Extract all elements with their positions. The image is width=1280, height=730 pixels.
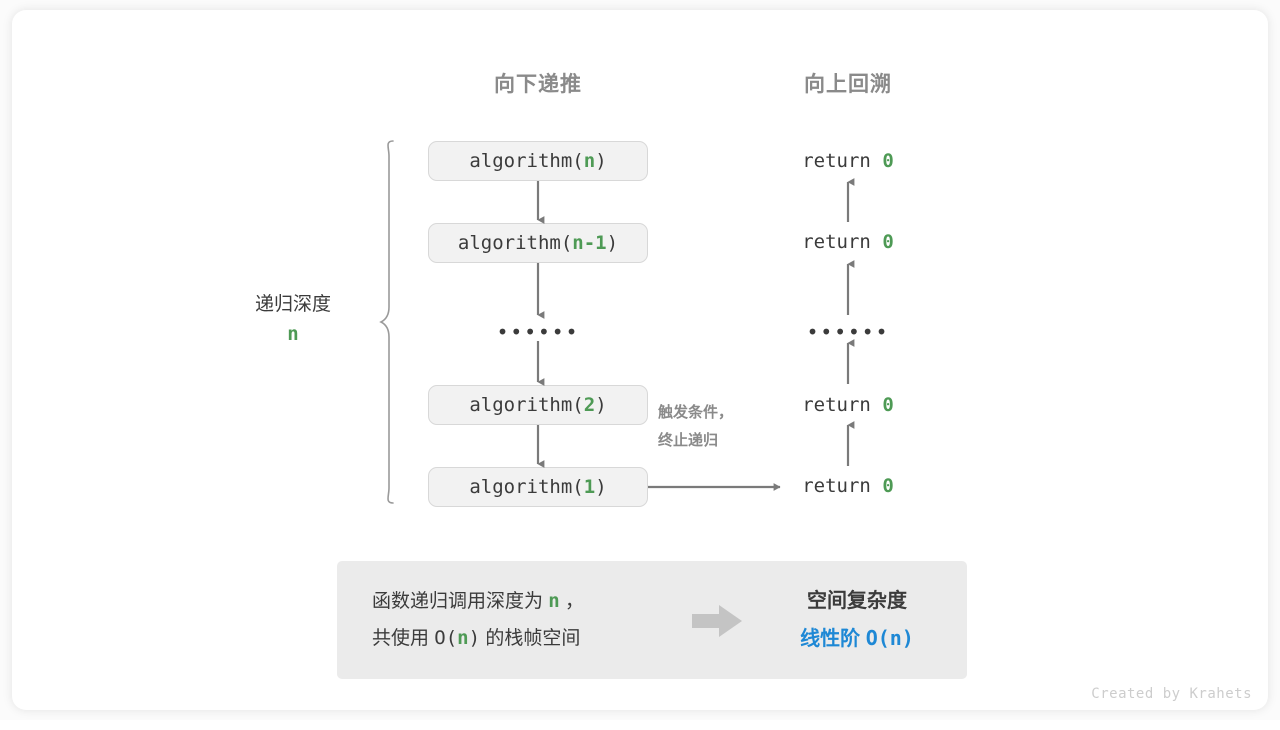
summary-box: 函数递归调用深度为 n ， 共使用 O(n) 的栈帧空间 空间复杂度 线性阶 O… (337, 561, 967, 679)
column-header-backtrack-up: 向上回溯 (804, 73, 892, 96)
summary-line-1: 函数递归调用深度为 n ， (372, 583, 584, 620)
summary-conclusion-title: 空间复杂度 (807, 590, 907, 612)
summary-line1-text-b: ， (559, 591, 585, 612)
summary-description: 函数递归调用深度为 n ， 共使用 O(n) 的栈帧空间 (372, 583, 584, 657)
diagram-card: 向下递推 向上回溯 递归深度 n algorithm(n) algorithm(… (12, 10, 1268, 710)
call-box-n1-prefix: algorithm( (457, 232, 573, 254)
return-keyword-2: return (802, 231, 871, 253)
call-box-1: algorithm(1) (428, 467, 648, 507)
summary-line2-text-b: 的栈帧空间 (480, 628, 581, 649)
recursion-depth-title: 递归深度 (254, 294, 331, 315)
return-keyword-4: return (802, 475, 871, 497)
call-box-2: algorithm(2) (428, 385, 648, 425)
termination-note-line1: 触发条件， (658, 404, 734, 421)
summary-line1-n: n (548, 590, 560, 612)
credit-text: Created by Krahets (1091, 686, 1252, 702)
return-value-2: 0 (882, 231, 894, 253)
summary-complexity-expr: O(n) (865, 626, 914, 650)
termination-condition-note: 触发条件， 终止递归 (658, 399, 778, 455)
return-label-1: return 0 (728, 150, 968, 172)
summary-line2-text-a: 共使用 (372, 628, 435, 649)
return-value-1: 0 (882, 150, 894, 172)
column-header-recurse-down: 向下递推 (494, 73, 582, 96)
call-box-n-suffix: ) (595, 150, 607, 172)
ellipsis-right: •••••• (806, 320, 890, 344)
return-keyword-3: return (802, 394, 871, 416)
summary-line1-text-a: 函数递归调用深度为 (372, 591, 549, 612)
call-box-2-prefix: algorithm( (469, 394, 584, 416)
call-box-1-suffix: ) (595, 476, 607, 498)
return-label-3: return 0 (728, 394, 968, 416)
summary-conclusion: 空间复杂度 线性阶 O(n) (767, 583, 947, 658)
summary-line-2: 共使用 O(n) 的栈帧空间 (372, 620, 584, 657)
termination-note-line2: 终止递归 (658, 432, 719, 449)
ellipsis-left: •••••• (496, 320, 580, 344)
summary-complexity-label: 线性阶 (800, 628, 866, 650)
return-label-2: return 0 (728, 231, 968, 253)
return-label-4: return 0 (728, 475, 968, 497)
call-box-1-prefix: algorithm( (469, 476, 584, 498)
right-arrow-icon (692, 605, 742, 637)
return-keyword-1: return (802, 150, 871, 172)
return-value-3: 0 (882, 394, 894, 416)
return-value-4: 0 (882, 475, 894, 497)
recursion-depth-value: n (287, 323, 299, 345)
call-box-n-minus-1: algorithm(n-1) (428, 223, 648, 263)
call-box-1-arg: 1 (583, 476, 596, 498)
call-box-n: algorithm(n) (428, 141, 648, 181)
recursion-depth-label: 递归深度 n (208, 291, 378, 349)
summary-conclusion-value: 线性阶 O(n) (767, 620, 947, 658)
call-box-n-prefix: algorithm( (469, 150, 584, 172)
call-box-2-suffix: ) (595, 394, 607, 416)
summary-line2-n: n (457, 627, 469, 649)
call-box-2-arg: 2 (583, 394, 596, 416)
recursion-depth-brace (379, 140, 394, 504)
call-box-n-arg: n (583, 150, 596, 172)
summary-line2-o: O( (434, 627, 458, 649)
call-box-n1-arg: n-1 (572, 232, 607, 254)
call-box-n1-suffix: ) (606, 232, 619, 254)
summary-line2-close: ) (468, 627, 481, 649)
